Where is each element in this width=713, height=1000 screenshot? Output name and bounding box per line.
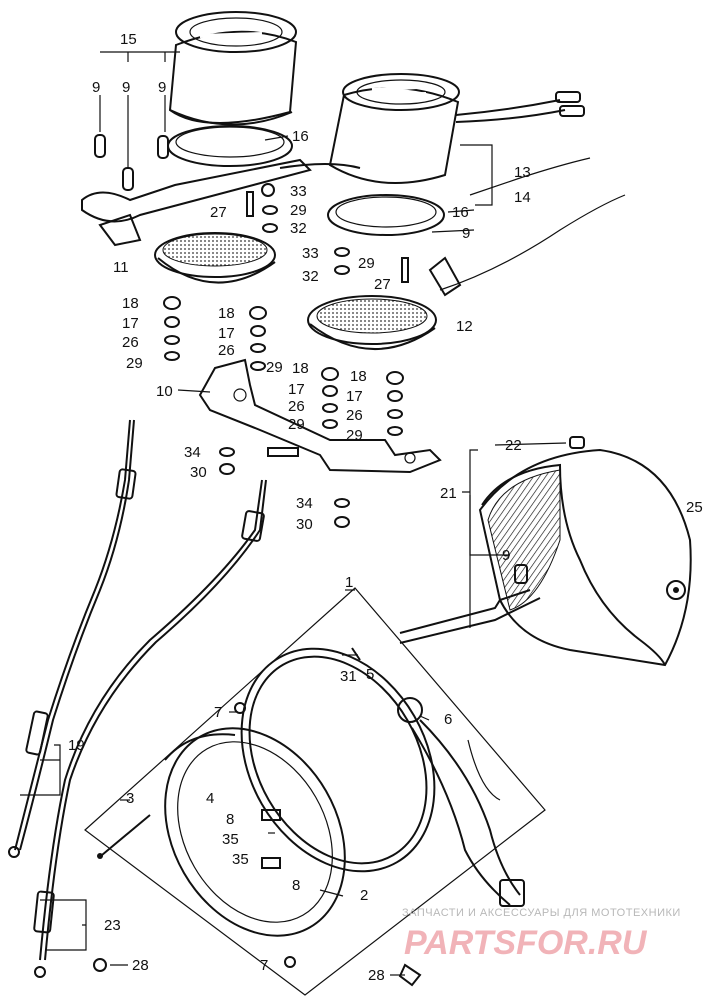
tachometer-cable bbox=[33, 479, 267, 978]
tachometer-housing bbox=[328, 73, 460, 184]
speedometer-housing bbox=[168, 11, 298, 126]
callout-23: 23 bbox=[104, 917, 121, 934]
callout-17: 17 bbox=[346, 388, 363, 405]
callout-26: 26 bbox=[122, 334, 139, 351]
gauge-base-12 bbox=[307, 295, 437, 351]
callout-28: 28 bbox=[132, 957, 149, 974]
callout-1: 1 bbox=[345, 574, 353, 591]
callout-27: 27 bbox=[210, 204, 227, 221]
callout-7: 7 bbox=[260, 957, 268, 974]
callout-9: 9 bbox=[502, 547, 510, 564]
callout-26: 26 bbox=[288, 398, 305, 415]
speedometer-ring bbox=[167, 125, 293, 167]
callout-22: 22 bbox=[505, 437, 522, 454]
callout-4: 4 bbox=[206, 790, 214, 807]
tachometer-ring bbox=[327, 194, 445, 236]
callout-18: 18 bbox=[122, 295, 139, 312]
callout-2: 2 bbox=[360, 887, 368, 904]
callout-11: 11 bbox=[113, 259, 129, 276]
callout-13: 13 bbox=[514, 164, 531, 181]
gauge-base-11 bbox=[154, 232, 276, 284]
callout-29: 29 bbox=[288, 416, 305, 433]
callout-16: 16 bbox=[292, 128, 309, 145]
callout-17: 17 bbox=[218, 325, 235, 342]
callout-9: 9 bbox=[92, 79, 100, 96]
callout-29: 29 bbox=[358, 255, 375, 272]
callout-21: 21 bbox=[440, 485, 457, 502]
callout-labels: 15 9 9 9 16 13 14 33 27 29 32 16 9 11 33… bbox=[68, 31, 703, 984]
callout-34: 34 bbox=[296, 495, 313, 512]
callout-10: 10 bbox=[156, 383, 173, 400]
fasteners bbox=[163, 183, 409, 528]
callout-9: 9 bbox=[122, 79, 130, 96]
meter-bracket bbox=[198, 358, 442, 474]
callout-29: 29 bbox=[290, 202, 307, 219]
callout-35: 35 bbox=[232, 851, 249, 868]
watermark-caption: ЗАПЧАСТИ И АКСЕССУАРЫ ДЛЯ МОТОТЕХНИКИ bbox=[402, 907, 681, 919]
headlight-case bbox=[399, 436, 692, 667]
callout-17: 17 bbox=[288, 381, 305, 398]
callout-33: 33 bbox=[290, 183, 307, 200]
callout-27: 27 bbox=[374, 276, 391, 293]
callout-8: 8 bbox=[292, 877, 300, 894]
callout-26: 26 bbox=[218, 342, 235, 359]
callout-26: 26 bbox=[346, 407, 363, 424]
callout-9: 9 bbox=[158, 79, 166, 96]
callout-17: 17 bbox=[122, 315, 139, 332]
callout-12: 12 bbox=[456, 318, 473, 335]
callout-28: 28 bbox=[368, 967, 385, 984]
callout-18: 18 bbox=[218, 305, 235, 322]
callout-32: 32 bbox=[302, 268, 319, 285]
bulb-sockets-left bbox=[81, 134, 312, 247]
callout-30: 30 bbox=[296, 516, 313, 533]
callout-16: 16 bbox=[452, 204, 469, 221]
watermark: ЗАПЧАСТИ И АКСЕССУАРЫ ДЛЯ МОТОТЕХНИКИ PA… bbox=[402, 907, 681, 962]
callout-18: 18 bbox=[350, 368, 367, 385]
callout-5: 5 bbox=[366, 666, 374, 683]
callout-14: 14 bbox=[514, 189, 531, 206]
callout-25: 25 bbox=[686, 499, 703, 516]
callout-19: 19 bbox=[68, 737, 85, 754]
speedometer-cable bbox=[8, 419, 137, 858]
callout-29: 29 bbox=[126, 355, 143, 372]
leader-lines bbox=[20, 51, 567, 976]
callout-34: 34 bbox=[184, 444, 201, 461]
watermark-brand: PARTSFOR.RU bbox=[404, 924, 648, 962]
callout-29: 29 bbox=[266, 359, 283, 376]
headlight-assembly bbox=[84, 587, 546, 996]
callout-3: 3 bbox=[126, 790, 134, 807]
callout-30: 30 bbox=[190, 464, 207, 481]
callout-29: 29 bbox=[346, 427, 363, 444]
callout-33: 33 bbox=[302, 245, 319, 262]
callout-18: 18 bbox=[292, 360, 309, 377]
tachometer-wiring bbox=[279, 91, 585, 169]
tach-wire-cable bbox=[428, 157, 626, 297]
callout-9: 9 bbox=[462, 225, 470, 242]
callout-8: 8 bbox=[226, 811, 234, 828]
callout-31: 31 bbox=[340, 668, 357, 685]
callout-15: 15 bbox=[120, 31, 137, 48]
callout-32: 32 bbox=[290, 220, 307, 237]
callout-6: 6 bbox=[444, 711, 452, 728]
callout-35: 35 bbox=[222, 831, 239, 848]
callout-7: 7 bbox=[214, 704, 222, 721]
